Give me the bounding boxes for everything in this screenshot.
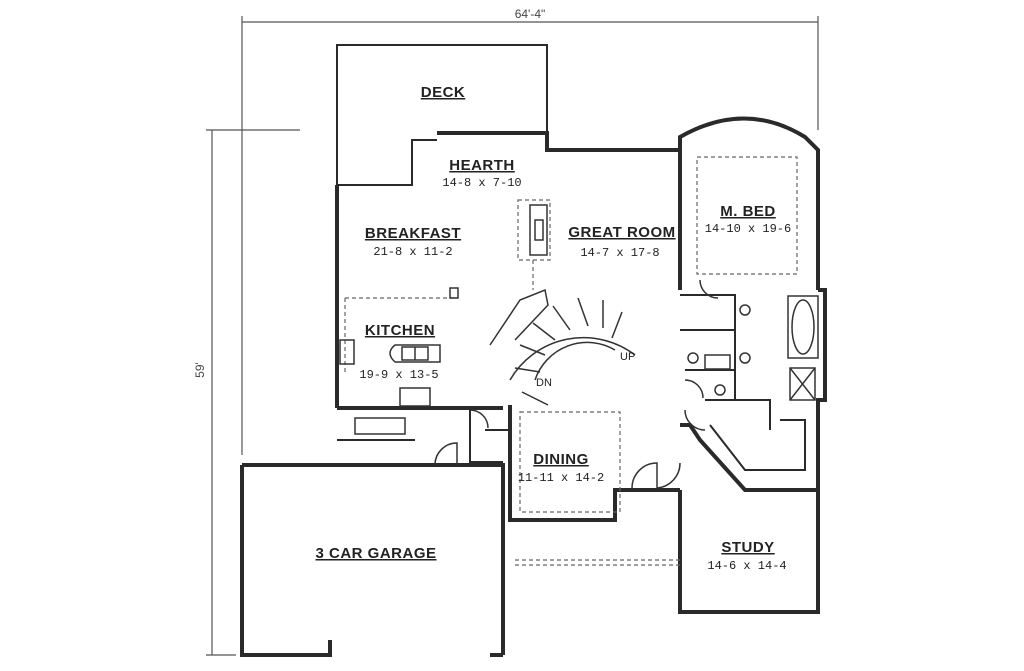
overall-depth-label: 59' — [193, 362, 207, 378]
hearth-size: 14-8 x 7-10 — [442, 176, 521, 190]
deck-label: DECK — [421, 84, 466, 101]
master-bed-size: 14-10 x 19-6 — [705, 222, 791, 236]
deck-outline — [336, 44, 548, 186]
kitchen-size: 19-9 x 13-5 — [359, 368, 438, 382]
dimension-lines — [206, 16, 819, 656]
dashed-outlines — [344, 156, 798, 566]
kitchen-fixtures — [339, 287, 459, 435]
great-room-label: GREAT ROOM — [568, 224, 675, 241]
fireplace-icon — [529, 204, 548, 256]
dining-size: 11-11 x 14-2 — [518, 471, 604, 485]
stair-down-label: DN — [536, 377, 552, 389]
overall-width-label: 64'-4" — [515, 7, 546, 21]
master-bed-label: M. BED — [720, 203, 776, 220]
dining-label: DINING — [533, 451, 589, 468]
stair-up-label: UP — [620, 351, 635, 363]
study-label: STUDY — [721, 539, 774, 556]
hearth-label: HEARTH — [449, 157, 515, 174]
garage-label: 3 CAR GARAGE — [315, 545, 436, 562]
kitchen-label: KITCHEN — [365, 322, 435, 339]
master-bath-fixtures — [687, 295, 819, 401]
exterior-walls — [240, 116, 827, 657]
breakfast-label: BREAKFAST — [365, 225, 461, 242]
study-size: 14-6 x 14-4 — [707, 559, 786, 573]
doors — [434, 279, 719, 489]
breakfast-size: 21-8 x 11-2 — [373, 245, 452, 259]
great-room-size: 14-7 x 17-8 — [580, 246, 659, 260]
spiral-stair — [489, 288, 636, 406]
interior-walls — [337, 294, 806, 471]
